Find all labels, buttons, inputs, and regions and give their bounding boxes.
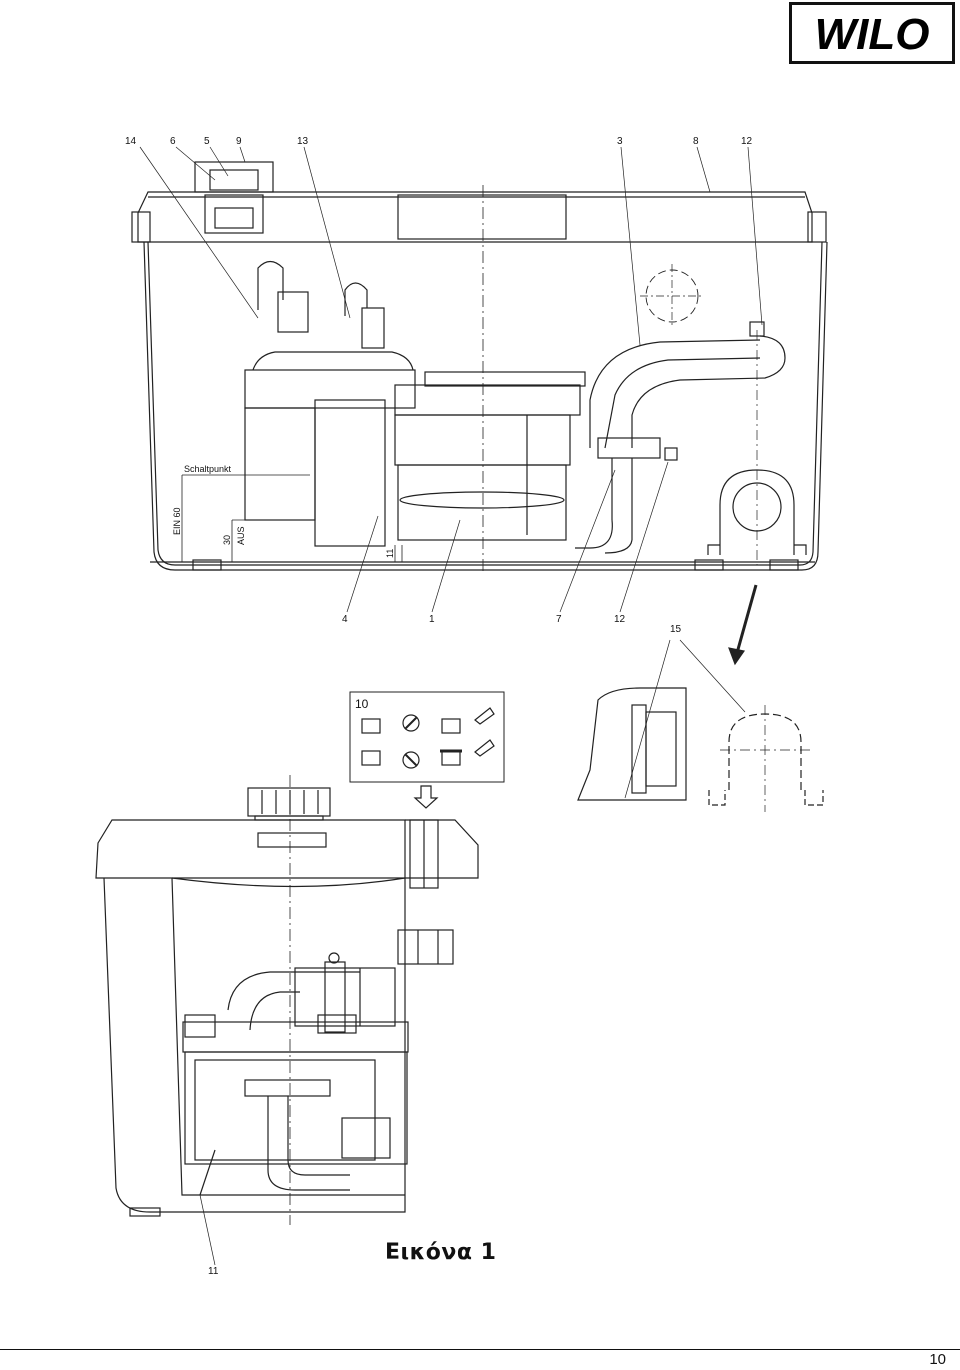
callout-labels: 14 6 5 9 13 3 8 12 4 1 7 12 15 11 Schalt… <box>125 136 753 1277</box>
label-ein: EIN 60 <box>172 507 182 535</box>
tank-front-section <box>95 775 479 1266</box>
callout-3: 3 <box>617 136 623 147</box>
callout-5: 5 <box>204 136 210 147</box>
tank-side-section <box>131 161 828 575</box>
wilo-logo-mark: WILO <box>815 10 930 59</box>
label-aus-value: 30 <box>222 535 232 545</box>
callout-9: 9 <box>236 136 242 147</box>
detail-15 <box>577 639 824 812</box>
callout-7: 7 <box>556 614 562 625</box>
logo-text: WILO <box>815 10 930 59</box>
callout-14: 14 <box>125 136 137 147</box>
callout-8: 8 <box>693 136 699 147</box>
technical-drawing: 14 6 5 9 13 3 8 12 4 1 7 12 15 11 Schalt… <box>95 136 828 1277</box>
callout-leaders-top <box>139 146 763 613</box>
callout-15: 15 <box>670 624 682 635</box>
callout-12-top: 12 <box>741 136 753 147</box>
figure-caption: Εικόνα 1 <box>385 1240 497 1265</box>
insert-arrow <box>413 785 439 809</box>
callout-13: 13 <box>297 136 309 147</box>
callout-11: 11 <box>208 1266 219 1277</box>
label-aus: AUS <box>236 526 246 545</box>
callout-4: 4 <box>342 614 348 625</box>
label-gap-value: 11 <box>385 549 395 558</box>
footer-rule <box>0 1349 960 1350</box>
callout-6: 6 <box>170 136 176 147</box>
callout-1: 1 <box>429 614 435 625</box>
page-number: 10 <box>929 1351 946 1368</box>
switch-panel <box>349 691 505 783</box>
label-switch-panel: 10 <box>355 697 369 711</box>
wilo-logo: WILO <box>789 2 955 64</box>
label-schaltpunkt: Schaltpunkt <box>184 464 232 474</box>
callout-12-bottom: 12 <box>614 614 626 625</box>
detail-arrow <box>728 584 758 666</box>
